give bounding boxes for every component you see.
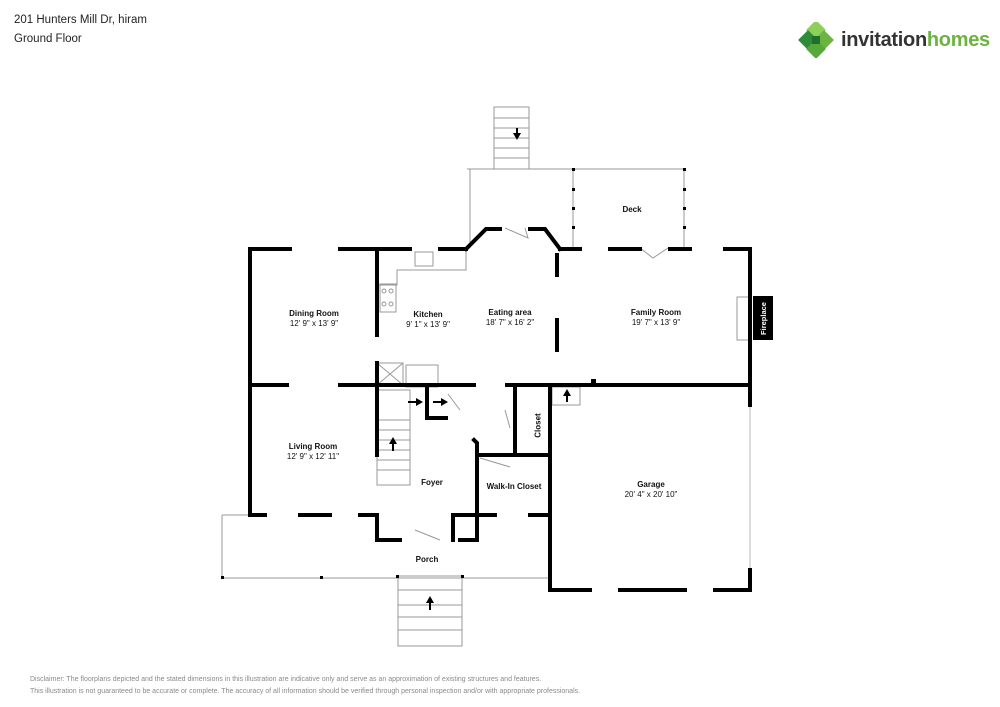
closet-label: Closet <box>533 412 543 438</box>
room-walk-in-closet: Walk-In Closet <box>486 482 542 491</box>
floor-name: Ground Floor <box>14 33 82 45</box>
stair-arrows <box>221 128 686 610</box>
room-living-room: Living Room 12' 9" x 12' 11" <box>286 442 340 461</box>
room-dining-room: Dining Room 12' 9" x 13' 9" <box>289 309 339 328</box>
room-eating-area: Eating area 18' 7" x 16' 2" <box>485 308 535 327</box>
room-garage: Garage 20' 4" x 20' 10" <box>624 480 678 499</box>
disclaimer-line-2: This illustration is not guaranteed to b… <box>30 688 581 695</box>
brand-wordmark: invitationhomes <box>841 28 990 51</box>
green-clover-icon <box>798 22 834 58</box>
room-kitchen: Kitchen 9' 1" x 13' 9" <box>406 310 450 329</box>
fireplace-label: Fireplace <box>753 296 773 340</box>
room-foyer: Foyer <box>421 478 443 487</box>
disclaimer-line-1: Disclaimer: The floorplans depicted and … <box>30 676 542 683</box>
brand-logo: invitationhomes <box>798 22 990 58</box>
property-address: 201 Hunters Mill Dr, hiram <box>14 14 147 26</box>
room-porch: Porch <box>415 555 439 564</box>
room-deck: Deck <box>622 205 642 214</box>
room-family-room: Family Room 19' 7" x 13' 9" <box>630 308 682 327</box>
